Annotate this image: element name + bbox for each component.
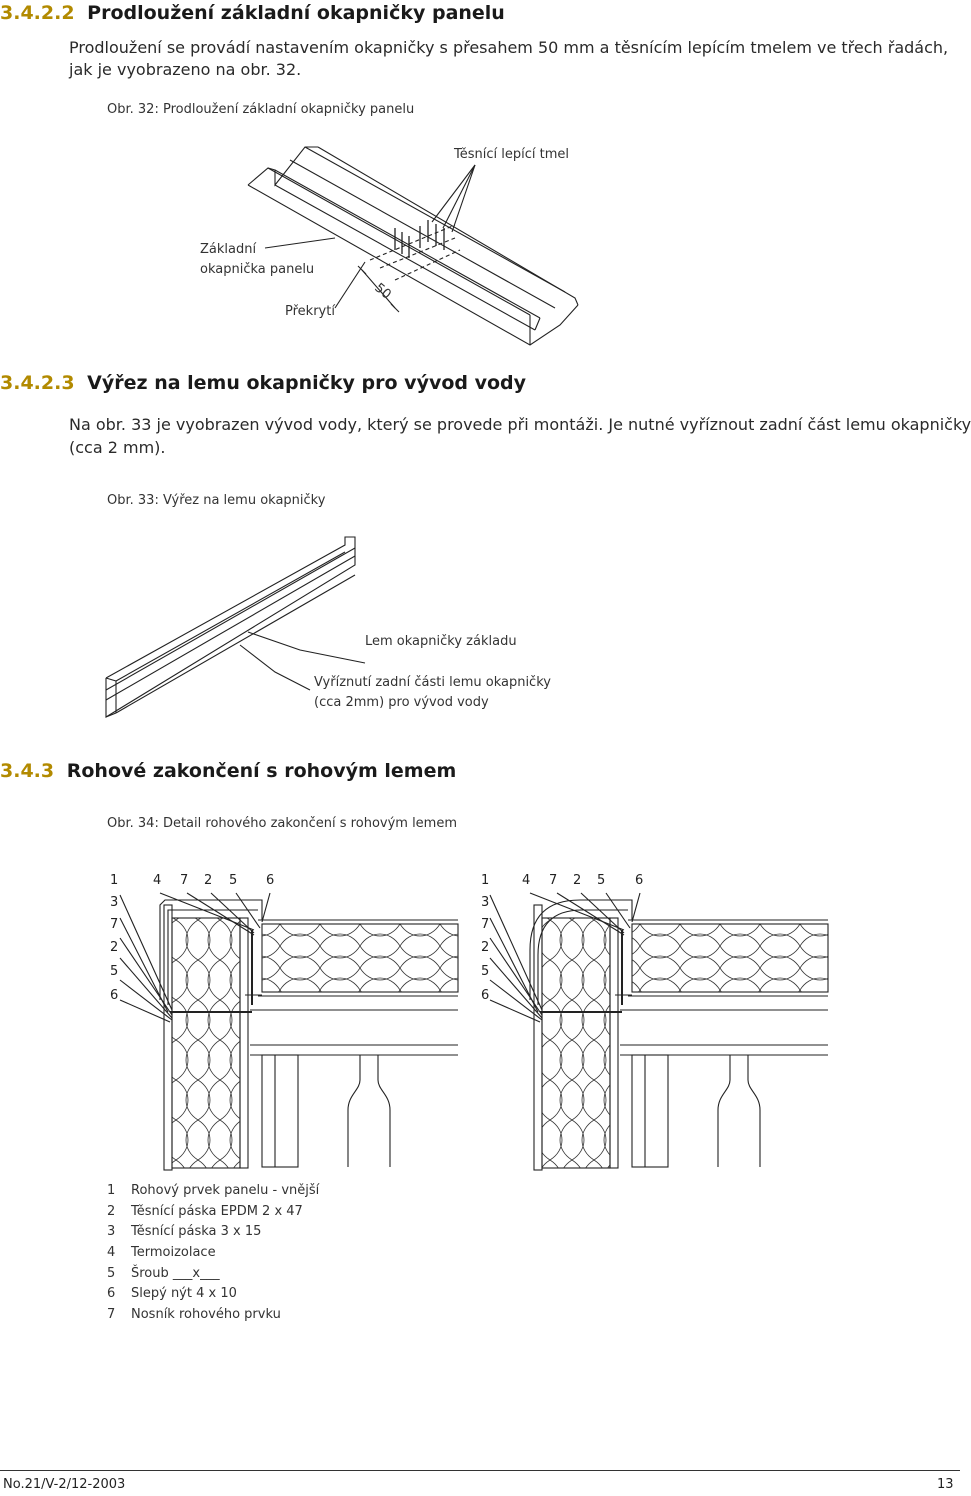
callout-top: 1: [481, 873, 490, 888]
callout-left: 7: [481, 917, 490, 932]
callout-left: 6: [481, 988, 490, 1003]
callout-top: 1: [110, 873, 119, 888]
section-number: 3.4.2.3: [0, 372, 75, 394]
callout-top: 2: [573, 873, 582, 888]
callout-left: 5: [481, 964, 490, 979]
callout-left: 7: [110, 917, 119, 932]
callout-top: 4: [522, 873, 531, 888]
label-cutout-1: Vyříznutí zadní části lemu okapničky: [314, 675, 551, 690]
section-heading-3-4-2-2: 3.4.2.2 Prodloužení základní okapničky p…: [0, 2, 505, 24]
callout-top: 6: [635, 873, 644, 888]
callout-top: 6: [266, 873, 275, 888]
paragraph-line: Prodloužení se provádí nastavením okapni…: [69, 38, 949, 57]
section-title: Rohové zakončení s rohovým lemem: [66, 760, 457, 782]
callout-left: 2: [110, 940, 119, 955]
section-number: 3.4.2.2: [0, 2, 75, 24]
footer-page-number: 13: [937, 1477, 954, 1492]
callout-left: 3: [110, 895, 119, 910]
callout-top: 5: [229, 873, 238, 888]
callout-left: 3: [481, 895, 490, 910]
label-sealant: Těsnící lepící tmel: [454, 147, 569, 162]
section-title: Prodloužení základní okapničky panelu: [87, 2, 505, 24]
footer-rule: [0, 1470, 960, 1471]
label-flashing-lip: Lem okapničky základu: [365, 634, 517, 649]
callout-top: 5: [597, 873, 606, 888]
footer-document-number: No.21/V-2/12-2003: [3, 1477, 126, 1492]
label-overlap: Překrytí: [285, 304, 335, 319]
section-title: Výřez na lemu okapničky pro vývod vody: [87, 372, 527, 394]
callout-left: 2: [481, 940, 490, 955]
section-number: 3.4.3: [0, 760, 55, 782]
callout-top: 7: [180, 873, 189, 888]
callout-top: 4: [153, 873, 162, 888]
callout-top: 2: [204, 873, 213, 888]
figure-33-drawing: [105, 536, 366, 718]
paragraph-line: Na obr. 33 je vyobrazen vývod vody, kter…: [69, 415, 971, 434]
label-base-flashing-1: Základní: [200, 242, 257, 257]
label-base-flashing-2: okapnička panelu: [200, 262, 315, 277]
callout-left: 6: [110, 988, 119, 1003]
label-cutout-2: (cca 2mm) pro vývod vody: [314, 695, 489, 710]
section-heading-3-4-3: 3.4.3 Rohové zakončení s rohovým lemem: [0, 760, 456, 782]
figure-caption: Obr. 32: Prodloužení základní okapničky …: [107, 102, 415, 117]
figure-caption: Obr. 34: Detail rohového zakončení s roh…: [107, 816, 458, 831]
figure-caption: Obr. 33: Výřez na lemu okapničky: [107, 493, 326, 508]
figure-34-drawing: [119, 892, 829, 1171]
paragraph-line: (cca 2 mm).: [69, 438, 166, 457]
callout-top: 7: [549, 873, 558, 888]
callout-left: 5: [110, 964, 119, 979]
section-heading-3-4-2-3: 3.4.2.3 Výřez na lemu okapničky pro vývo…: [0, 372, 526, 394]
paragraph-line: jak je vyobrazeno na obr. 32.: [69, 60, 302, 79]
figure-32-drawing: [247, 146, 579, 346]
